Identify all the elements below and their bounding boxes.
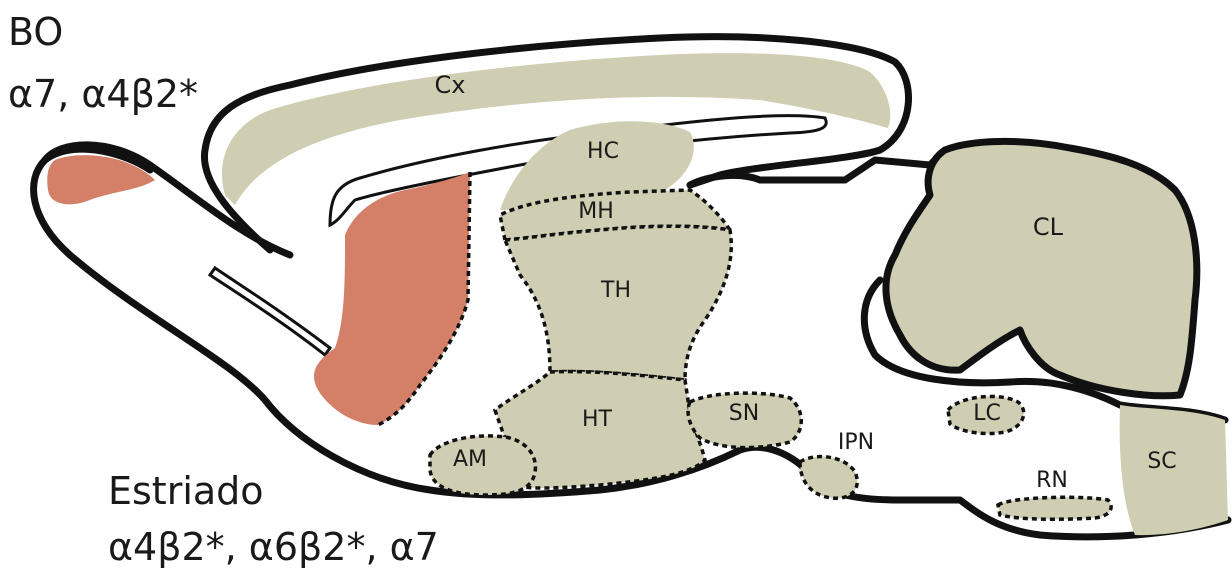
thalamus-region [505, 226, 731, 380]
ipn-region [800, 457, 857, 499]
ventricle-stripe [210, 268, 330, 355]
label-cl: CL [1033, 213, 1064, 241]
label-hc: HC [587, 139, 619, 164]
label-mh: MH [578, 199, 614, 224]
label-lc: LC [973, 401, 1001, 426]
striatum-caption-receptors: α4β2*, α6β2*, α7 [108, 528, 439, 566]
olfactory-caption-receptors: α7, α4β2* [8, 75, 198, 113]
label-rn: RN [1036, 468, 1068, 493]
striatum-caption-title: Estriado [108, 472, 264, 510]
label-th: TH [600, 278, 631, 303]
label-cx: Cx [435, 71, 466, 99]
label-sc: SC [1147, 449, 1176, 474]
label-ipn: IPN [838, 430, 874, 455]
label-am: AM [453, 447, 487, 472]
cerebellum-region [886, 141, 1197, 395]
label-sn: SN [729, 401, 759, 426]
olfactory-caption-title: BO [8, 13, 63, 51]
label-ht: HT [582, 407, 613, 432]
rn-region [998, 497, 1111, 519]
